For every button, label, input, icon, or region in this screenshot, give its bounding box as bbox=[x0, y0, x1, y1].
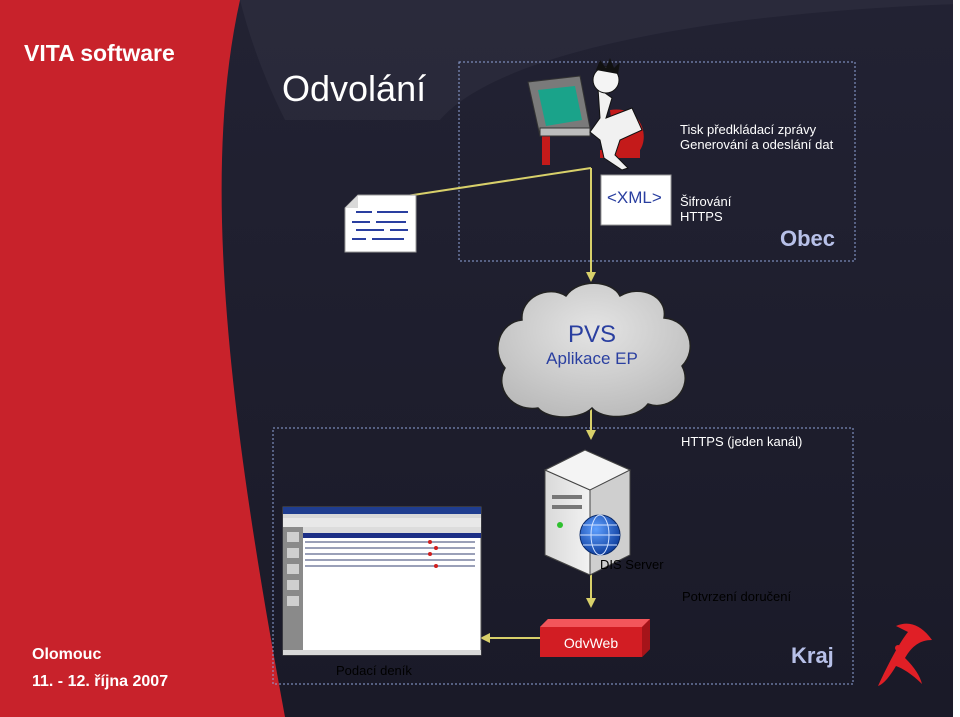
xml-document-icon bbox=[600, 174, 672, 226]
event-location: Olomouc bbox=[32, 646, 102, 663]
server-label: DIS Server bbox=[600, 557, 664, 572]
user-at-computer-icon bbox=[527, 58, 644, 171]
kraj-zone-label: Kraj bbox=[791, 643, 834, 668]
obec-step-print: Tisk předkládací zprávy bbox=[680, 122, 817, 137]
obec-zone-label: Obec bbox=[780, 226, 836, 251]
pvs-cloud bbox=[497, 282, 691, 418]
register-label: Podací deník bbox=[336, 663, 412, 678]
decor-swoosh bbox=[240, 0, 960, 120]
slide-edge bbox=[953, 0, 960, 717]
podaci-denik-window bbox=[282, 506, 482, 656]
encryption-protocol: HTTPS bbox=[680, 209, 723, 224]
connector-arrows bbox=[480, 272, 596, 643]
channel-label: HTTPS (jeden kanál) bbox=[681, 434, 803, 449]
dis-server-icon bbox=[543, 449, 632, 576]
odvweb-box bbox=[540, 619, 650, 657]
xml-label: <XML> bbox=[607, 188, 662, 207]
sidebar-band bbox=[0, 0, 285, 717]
event-date: 11. - 12. října 2007 bbox=[32, 673, 169, 690]
confirmation-label: Potvrzení doručení bbox=[682, 589, 792, 604]
obec-step-send: Generování a odeslání dat bbox=[680, 137, 834, 152]
cloud-title: PVS bbox=[567, 321, 617, 348]
kraj-logo-icon bbox=[878, 623, 932, 686]
encryption-label: Šifrování bbox=[680, 194, 732, 209]
obec-zone bbox=[458, 61, 856, 262]
brand-name: VITA software bbox=[24, 40, 175, 66]
cloud-subtitle: Aplikace EP bbox=[546, 349, 638, 368]
text-document-icon bbox=[344, 194, 417, 253]
kraj-zone bbox=[272, 427, 854, 685]
slide-title: Odvolání bbox=[282, 68, 427, 109]
odvweb-label: OdvWeb bbox=[563, 635, 619, 651]
